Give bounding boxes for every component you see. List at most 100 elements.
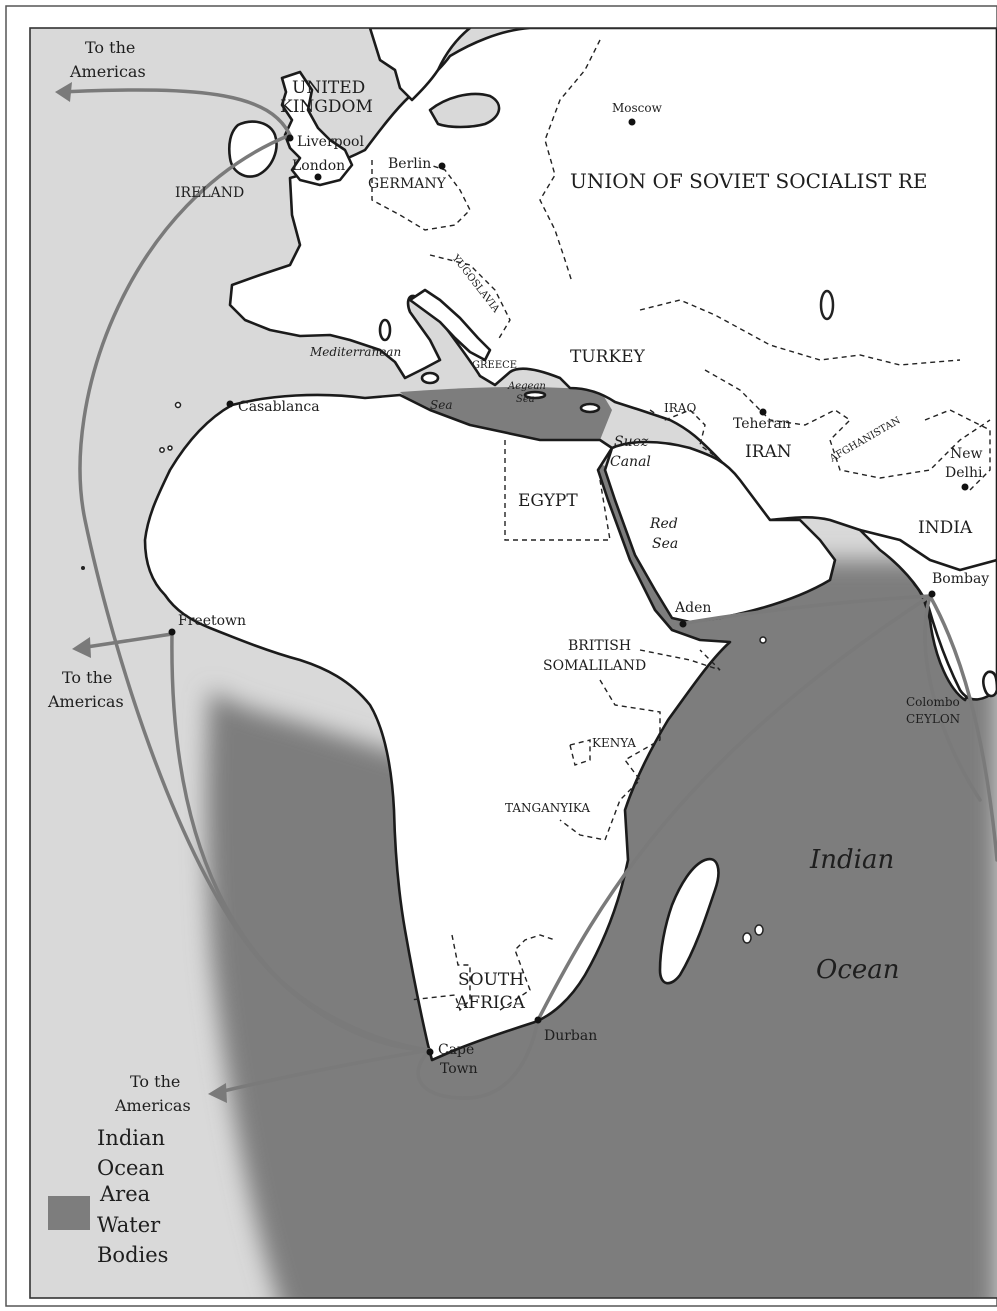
mediterranean-water (400, 386, 612, 440)
label-to-americas-middle-1: To the (62, 668, 112, 687)
label-iraq: IRAQ (664, 401, 696, 415)
label-liverpool: Liverpool (297, 134, 364, 150)
label-moscow: Moscow (612, 101, 663, 115)
route-durban-bombay (536, 594, 932, 1022)
label-cape-town-1: Cape (438, 1042, 474, 1058)
label-ussr: UNION OF SOVIET SOCIALIST RE (570, 169, 928, 193)
city-dot-moscow (628, 118, 636, 126)
sicily-land (420, 371, 440, 385)
label-british-somaliland-1: BRITISH (568, 638, 631, 654)
label-ireland: IRELAND (175, 185, 244, 201)
arrowhead (55, 82, 72, 102)
route-cape-loop (416, 1018, 540, 1100)
label-india: INDIA (918, 518, 973, 538)
cyprus-land (579, 402, 601, 414)
island (742, 932, 752, 944)
city-dot-liverpool (286, 134, 294, 142)
label-suez-2: Canal (610, 454, 651, 470)
label-aegean-1: Aegean (507, 381, 546, 392)
label-cape-town-2: Town (440, 1061, 478, 1077)
political-borders (371, 39, 991, 1012)
ceylon-land (982, 670, 997, 698)
label-new-delhi-1: New (950, 446, 983, 462)
scandinavia-land (368, 28, 472, 102)
legend-line-2: Ocean (97, 1156, 164, 1180)
route-liverpool-americas (58, 88, 292, 137)
label-egypt: EGYPT (518, 491, 578, 511)
baltic-sea-water (428, 92, 501, 129)
label-casablanca: Casablanca (238, 399, 320, 415)
island (167, 445, 173, 451)
label-berlin: Berlin (388, 156, 431, 172)
label-greece: GREECE (472, 360, 517, 371)
route-liverpool-capetown (78, 133, 432, 1052)
route-freetown-americas (78, 632, 174, 650)
great-britain-land (280, 70, 354, 187)
label-tanganyika: TANGANYIKA (505, 801, 590, 815)
island (159, 447, 165, 453)
arrowhead (72, 637, 91, 658)
africa-land (143, 393, 732, 1062)
legend-line-5: Bodies (97, 1243, 168, 1267)
island (81, 566, 85, 570)
label-suez-1: Suez (614, 434, 649, 450)
city-dot-berlin (438, 162, 446, 170)
ireland-land (227, 120, 278, 178)
city-dot-london (314, 173, 322, 181)
sardinia-land (378, 318, 392, 342)
label-to-americas-middle-2: Americas (47, 692, 124, 711)
italy-land (408, 288, 492, 362)
label-new-delhi-2: Delhi (945, 465, 983, 481)
label-kenya: KENYA (592, 736, 636, 750)
label-colombo: Colombo (906, 695, 960, 709)
shipping-routes (55, 82, 997, 1103)
label-united-kingdom-2: KINGDOM (280, 97, 373, 117)
island (819, 289, 835, 321)
label-indian-ocean-1: Indian (809, 845, 894, 875)
label-aegean-2: Sea (516, 394, 535, 405)
legend-line-3: Area (99, 1182, 150, 1206)
label-freetown: Freetown (178, 613, 246, 629)
island (759, 636, 767, 644)
label-turkey: TURKEY (570, 347, 646, 367)
label-teheran: Teheran (733, 416, 791, 432)
label-to-americas-north-1: To the (85, 38, 135, 57)
label-to-americas-south-1: To the (130, 1072, 180, 1091)
city-dot-teheran (759, 408, 767, 416)
city-dot-bombay (928, 590, 936, 598)
legend: Indian Ocean Area Water Bodies (48, 1126, 168, 1267)
city-dot-freetown (168, 628, 176, 636)
label-south-africa-1: SOUTH (458, 970, 524, 990)
island (174, 401, 182, 409)
legend-line-4: Water (97, 1213, 161, 1237)
label-london: London (292, 158, 345, 174)
city-dot-aden (679, 620, 687, 628)
route-bombay-east (928, 594, 997, 862)
label-red-sea-1: Red (649, 516, 678, 532)
arrowhead (208, 1083, 227, 1103)
city-dot-casablanca (226, 400, 234, 408)
label-red-sea-2: Sea (652, 536, 678, 552)
city-dot-durban (534, 1016, 542, 1024)
island (754, 924, 764, 936)
label-to-americas-north-2: Americas (69, 62, 146, 81)
label-united-kingdom-1: UNITED (292, 78, 365, 98)
label-durban: Durban (544, 1028, 597, 1044)
label-to-americas-south-2: Americas (114, 1096, 191, 1115)
label-bombay: Bombay (932, 571, 989, 587)
label-ceylon: CEYLON (906, 712, 960, 726)
label-mediterranean-sea: Sea (430, 398, 452, 412)
city-dot-new-delhi (961, 483, 969, 491)
label-iran: IRAN (745, 442, 792, 462)
legend-swatch (48, 1196, 90, 1230)
city-dots (168, 118, 969, 1056)
label-british-somaliland-2: SOMALILAND (543, 658, 646, 674)
inner-frame (29, 27, 997, 1299)
madagascar-land (658, 857, 720, 985)
label-indian-ocean-2: Ocean (816, 955, 900, 985)
route-aden-bombay (678, 594, 932, 626)
legend-line-1: Indian (97, 1126, 165, 1150)
city-dot-cape-town (426, 1048, 434, 1056)
route-bombay-colombo (923, 594, 982, 802)
label-germany: GERMANY (368, 176, 447, 192)
